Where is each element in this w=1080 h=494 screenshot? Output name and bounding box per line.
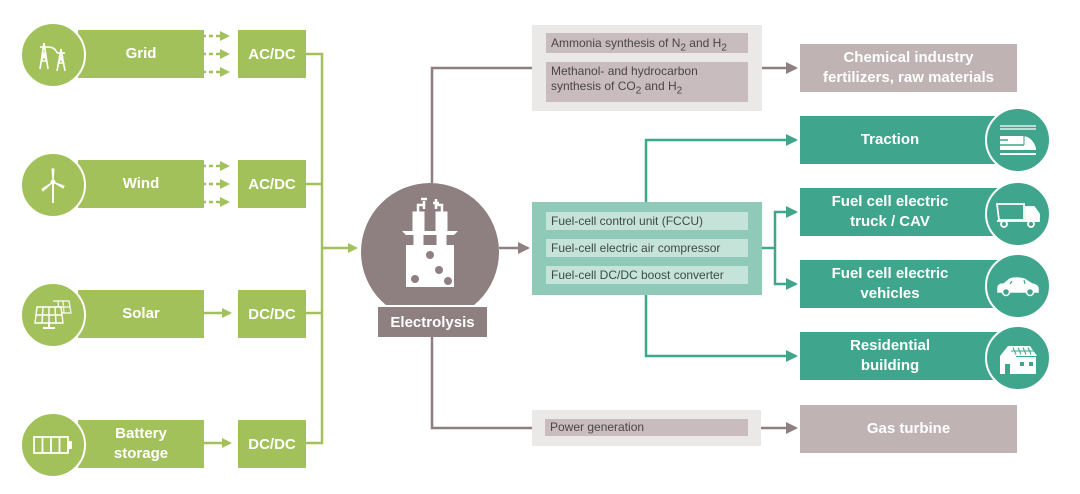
power-generation-item: Power generation bbox=[545, 419, 748, 436]
source-label-wind: Wind bbox=[78, 160, 204, 208]
fuelcell-to-traction bbox=[644, 134, 798, 202]
converter-dc-dc-battery: DC/DC bbox=[238, 420, 306, 468]
source-label-battery: Battery storage bbox=[78, 420, 204, 468]
truck-icon bbox=[985, 181, 1051, 247]
electrolysis-to-chemical bbox=[430, 66, 532, 183]
wind-ac-connection bbox=[202, 161, 230, 207]
house-solar-roof-icon bbox=[985, 325, 1051, 391]
converter-ac-dc-grid: AC/DC bbox=[238, 30, 306, 78]
electrolysis-label: Electrolysis bbox=[378, 305, 487, 337]
electrolysis-to-power bbox=[430, 335, 532, 430]
power-generation-group: Power generation bbox=[532, 410, 761, 446]
ammonia-synthesis-item: Ammonia synthesis of N2 and H2 bbox=[546, 33, 748, 53]
car-icon bbox=[985, 253, 1051, 319]
wind-turbine-icon bbox=[20, 152, 86, 218]
source-label-solar: Solar bbox=[78, 290, 204, 338]
fccu-item: Fuel-cell control unit (FCCU) bbox=[546, 212, 748, 230]
fuelcell-to-residential bbox=[644, 295, 798, 362]
chemical-industry-output: Chemical industry fertilizers, raw mater… bbox=[800, 44, 1017, 92]
battery-icon bbox=[20, 412, 86, 478]
converter-dc-dc-solar: DC/DC bbox=[238, 290, 306, 338]
solar-panel-icon bbox=[20, 282, 86, 348]
fuel-cell-group: Fuel-cell control unit (FCCU) Fuel-cell … bbox=[532, 202, 762, 295]
boost-converter-item: Fuel-cell DC/DC boost converter bbox=[546, 266, 748, 284]
gas-turbine-output: Gas turbine bbox=[800, 405, 1017, 453]
fuelcell-to-vehicles bbox=[773, 248, 798, 290]
chemical-synthesis-group: Ammonia synthesis of N2 and H2 Methanol-… bbox=[532, 25, 762, 111]
power-tower-icon bbox=[20, 22, 86, 88]
high-speed-train-icon bbox=[985, 107, 1051, 173]
converter-ac-dc-wind: AC/DC bbox=[238, 160, 306, 208]
traction-output: Traction bbox=[800, 116, 1000, 164]
fuel-cell-vehicles-output: Fuel cell electric vehicles bbox=[800, 260, 1000, 308]
fuelcell-to-truck bbox=[773, 206, 798, 248]
electrolysis-beaker-icon bbox=[402, 197, 458, 287]
residential-building-output: Residential building bbox=[800, 332, 1000, 380]
source-label-grid: Grid bbox=[78, 30, 204, 78]
electrolysis-node bbox=[361, 183, 499, 321]
air-compressor-item: Fuel-cell electric air compressor bbox=[546, 239, 748, 257]
source-bus bbox=[306, 52, 324, 445]
truck-cav-output: Fuel cell electric truck / CAV bbox=[800, 188, 1000, 236]
grid-ac-connection bbox=[202, 31, 230, 77]
methanol-synthesis-item: Methanol- and hydrocarbon synthesis of C… bbox=[546, 62, 748, 102]
